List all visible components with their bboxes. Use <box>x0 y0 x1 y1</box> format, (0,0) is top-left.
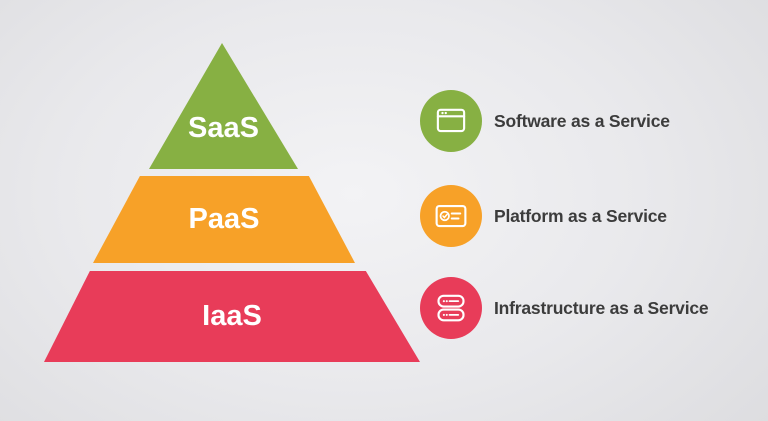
pyramid-layer-paas-label: PaaS <box>188 203 260 235</box>
saas-icon-badge <box>420 90 482 152</box>
legend-label-saas: Software as a Service <box>494 110 670 131</box>
pyramid-layer-paas: PaaS <box>93 176 355 263</box>
legend-label-paas: Platform as a Service <box>494 205 667 226</box>
pyramid-layer-saas: SaaS <box>149 43 298 169</box>
browser-window-icon <box>436 108 466 133</box>
card-check-icon <box>435 204 467 228</box>
pyramid-layer-iaas: IaaS <box>44 271 420 362</box>
pyramid-layer-saas-label: SaaS <box>188 112 259 144</box>
server-stack-icon <box>437 294 465 322</box>
legend-item-saas: Software as a Service <box>420 90 670 152</box>
legend-item-iaas: Infrastructure as a Service <box>420 277 709 339</box>
legend-item-paas: Platform as a Service <box>420 185 667 247</box>
paas-icon-badge <box>420 185 482 247</box>
pyramid-layer-iaas-label: IaaS <box>202 300 262 332</box>
legend-label-iaas: Infrastructure as a Service <box>494 297 709 318</box>
iaas-icon-badge <box>420 277 482 339</box>
